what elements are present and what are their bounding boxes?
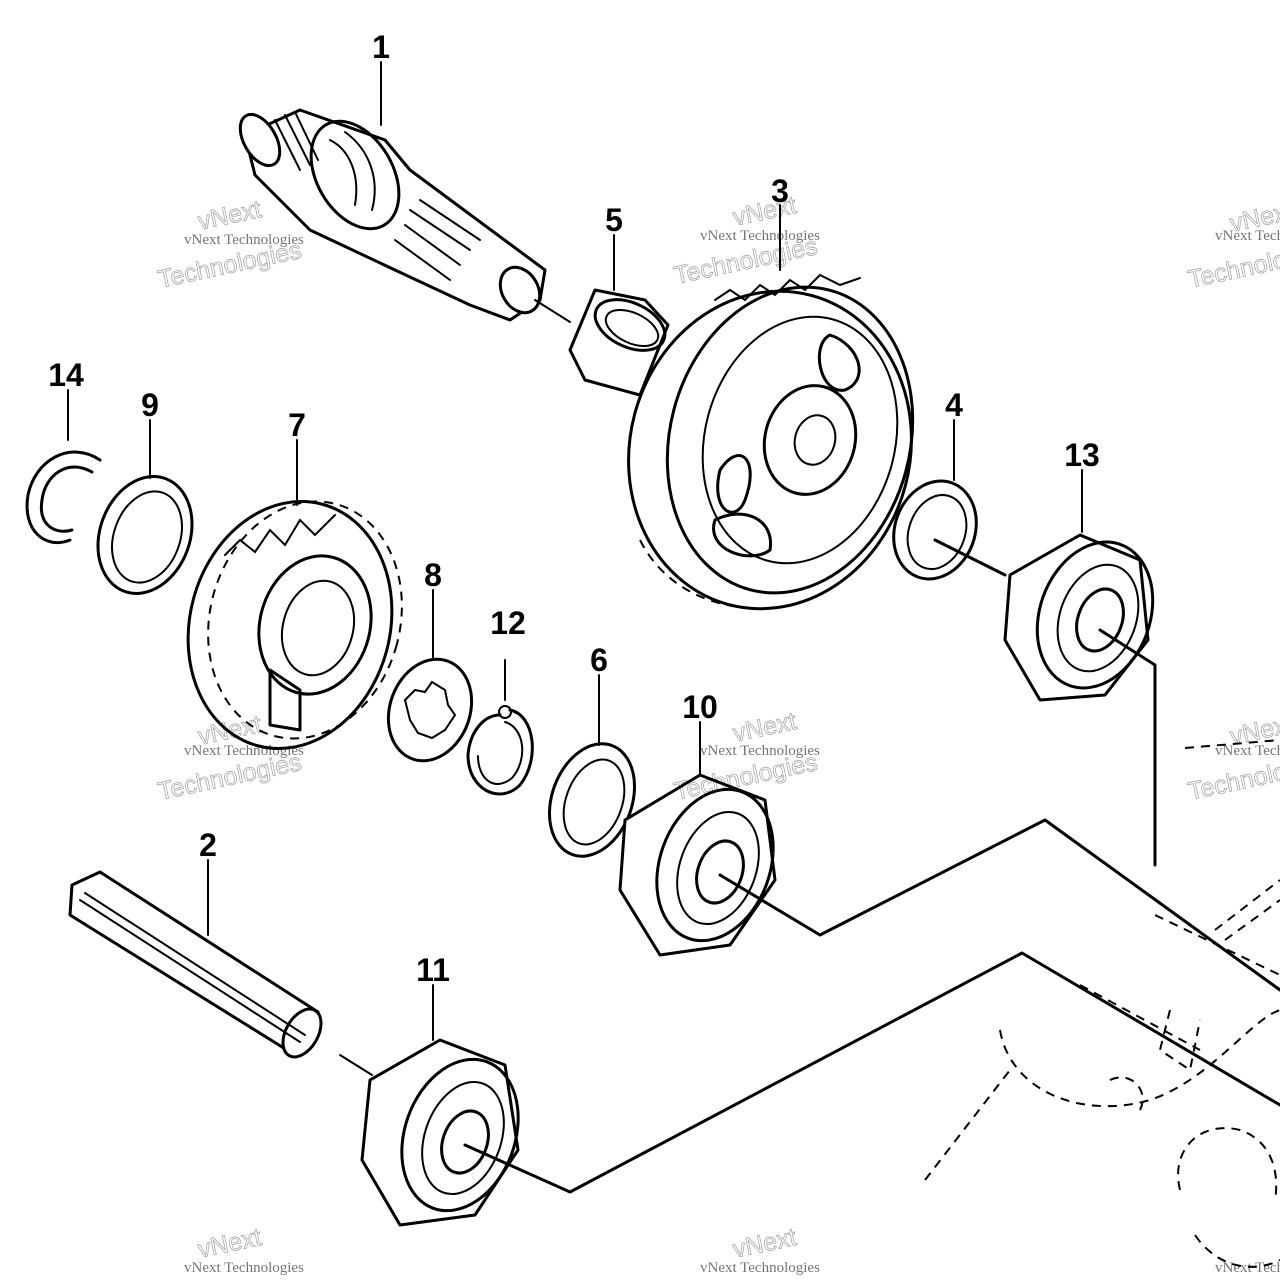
watermark-top-center: vNext Technologies vNext Technologies [671,191,820,290]
watermark-text: vNext Technologies [1215,743,1280,759]
watermark-text: vNext [730,1223,798,1264]
part-13-bearing [1003,533,1157,867]
watermark-text: vNext [195,195,263,236]
callout-3: 3 [771,173,789,209]
watermark-text: Technologies [1185,236,1280,294]
part-2-pin [68,870,373,1076]
watermark-top-right: vNext Technologies vNext Technologies [1185,197,1280,294]
callout-12: 12 [490,605,526,641]
watermark-bottom-center: vNext Technologies vNext [700,1223,820,1276]
part-4-washer [892,479,1007,581]
watermark-text: vNext Technologies [184,1260,304,1276]
part-1-drive-shaft [238,108,571,323]
part-6-washer [547,742,637,858]
watermark-text: vNext Technologies [1215,1260,1280,1276]
callout-14: 14 [48,357,84,393]
watermark-middle-right: vNext Technologies vNext Technologies [1185,710,1280,806]
callout-10: 10 [682,689,718,725]
callout-8: 8 [424,557,442,593]
part-5-bushing [568,288,670,397]
callout-5: 5 [605,202,623,238]
watermark-text: vNext Technologies [700,1260,820,1276]
callout-11: 11 [416,952,450,988]
callout-9: 9 [141,387,159,423]
watermark-text: vNext Technologies [184,743,304,759]
callout-1: 1 [372,29,390,65]
callout-2: 2 [199,827,217,863]
part-8-splined-washer [386,657,474,763]
watermark-text: vNext [195,1223,263,1264]
part-12-circlip [466,659,534,796]
watermark-text: vNext [730,191,798,232]
callout-labels: 1 2 3 4 5 6 7 8 9 10 11 12 13 14 [48,29,1100,988]
callout-13: 13 [1064,437,1100,473]
callout-7: 7 [288,407,306,443]
watermark-text: vNext Technologies [1215,228,1280,244]
watermark-text: vNext Technologies [700,228,820,244]
part-11-bearing [360,951,1280,1227]
watermark-bottom-right: vNext Technologies [1215,1260,1280,1276]
part-9-washer [96,475,194,595]
watermark-text: vNext Technologies [700,743,820,759]
watermark-bottom-left: vNext Technologies vNext [184,1223,304,1276]
callout-4: 4 [945,387,963,423]
part-10-bearing [618,773,1280,992]
part-14-snap-ring [25,450,102,545]
watermark-text: vNext [730,707,798,748]
part-7-small-gear [186,500,403,750]
housing-outline [924,739,1280,1268]
part-3-large-gear [627,273,915,611]
watermark-text: vNext Technologies [184,232,304,248]
callout-6: 6 [590,642,608,678]
watermark-top-left: vNext Technologies vNext Technologies [155,195,304,294]
leader-lines [67,61,1083,1041]
